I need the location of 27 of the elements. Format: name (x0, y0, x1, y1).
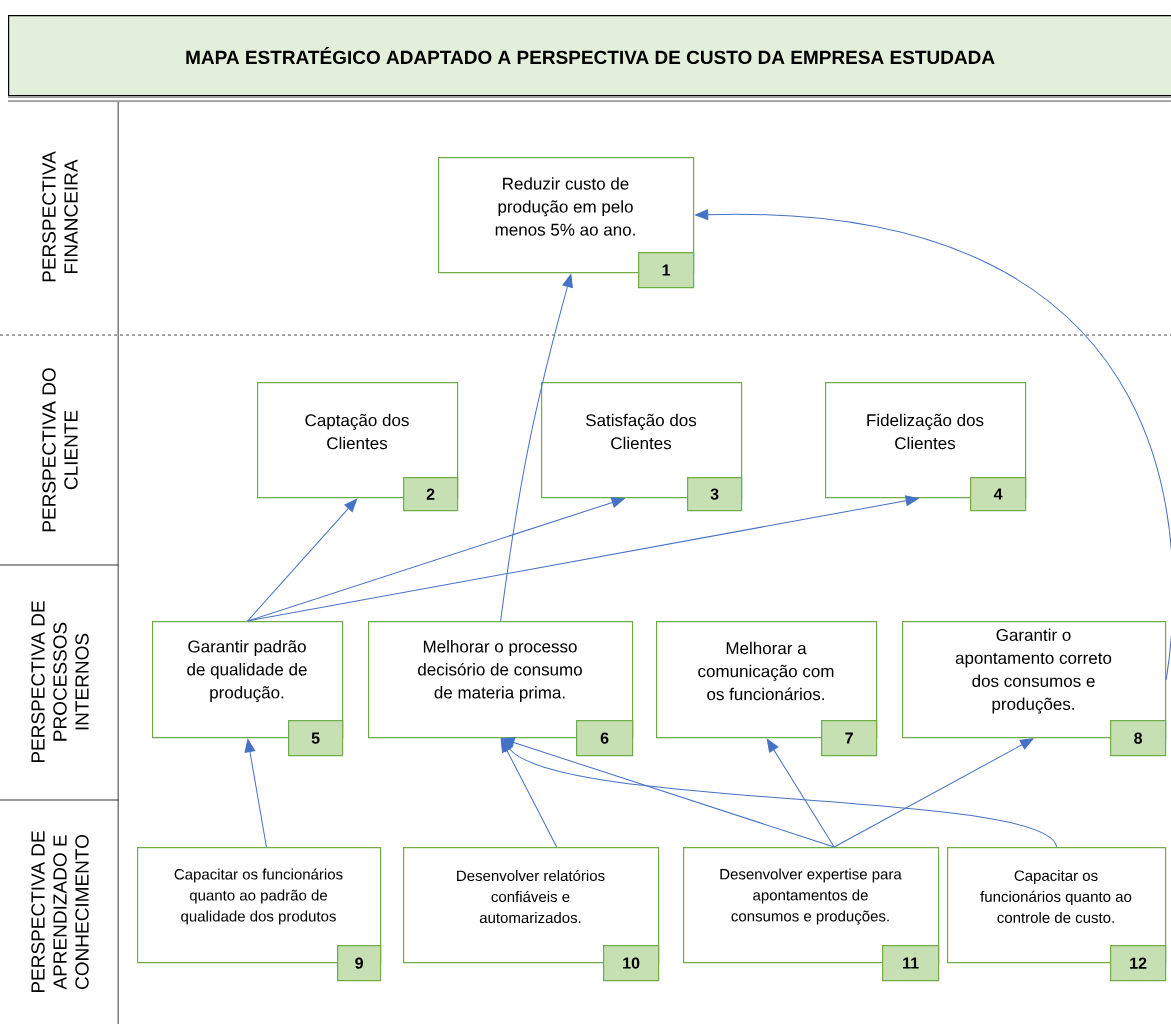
arrow (695, 209, 1171, 681)
arrow (247, 497, 625, 622)
number-badge: 1 (638, 252, 695, 289)
arrow (833, 738, 1034, 848)
number-badge: 7 (821, 720, 878, 757)
number-badge: 2 (403, 477, 459, 512)
section-label: PERSPECTIVA DO CLIENTE (42, 368, 78, 532)
arrow (247, 498, 358, 622)
arrow (244, 739, 267, 848)
number-badge: 11 (882, 945, 940, 982)
arrow (501, 738, 1058, 848)
number-badge: 9 (337, 945, 382, 982)
arrow (766, 738, 835, 848)
section-label: PERSPECTIVA DE APRENDIZADO E CONHECIMENTO (31, 831, 89, 993)
title-banner: MAPA ESTRATÉGICO ADAPTADO A PERSPECTIVA DE CUSTO DA EMPRESA ESTUDADA (8, 15, 1171, 97)
number-badge: 8 (1110, 720, 1167, 757)
arrow (500, 274, 573, 622)
section-label: PERSPECTIVA FINANCEIRA (42, 151, 78, 282)
number-badge: 4 (970, 477, 1027, 512)
number-badge: 10 (603, 945, 660, 982)
arrow (501, 737, 835, 848)
arrow (247, 495, 919, 622)
section-label: PERSPECTIVA DE PROCESSOS INTERNOS (31, 601, 89, 763)
number-badge: 6 (576, 720, 634, 757)
number-badge: 5 (288, 720, 344, 757)
number-badge: 3 (687, 477, 743, 512)
number-badge: 12 (1110, 945, 1167, 982)
